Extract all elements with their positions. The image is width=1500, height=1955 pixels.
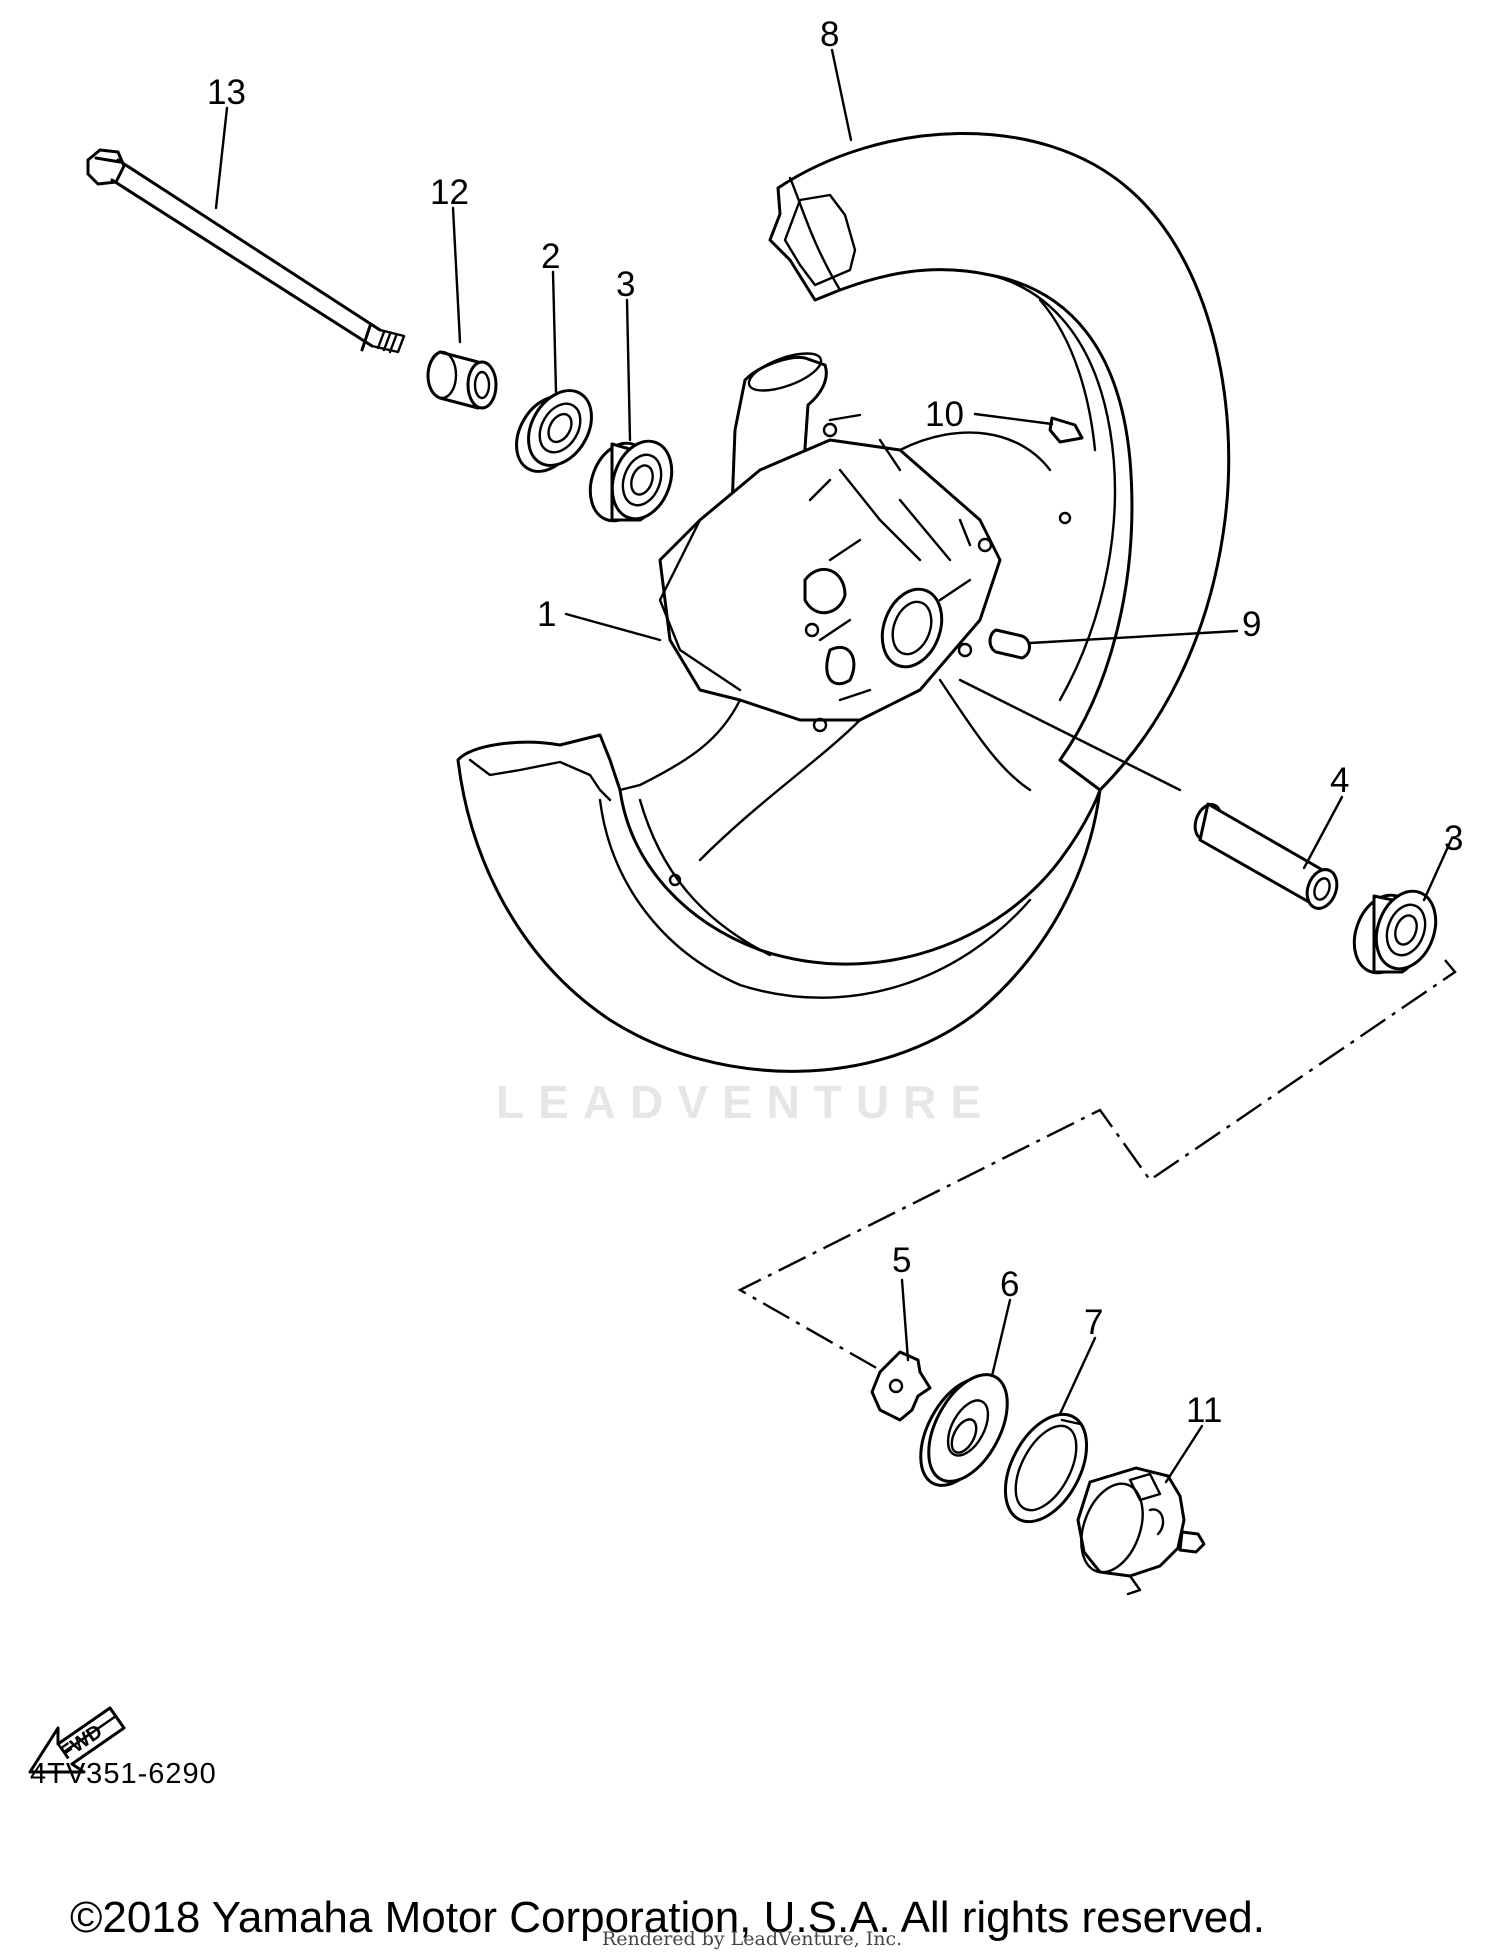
leader-10 bbox=[973, 412, 1054, 426]
part-8-tire-lower bbox=[456, 733, 1102, 1073]
rendered-by-notice: Rendered by LeadVenture, Inc. bbox=[602, 1928, 903, 1950]
drawing-code: 4TV351-6290 bbox=[30, 1758, 217, 1790]
callout-labels: 13 12 2 3 8 10 1 9 4 3 5 6 7 11 bbox=[207, 15, 1463, 1430]
callout-2: 2 bbox=[541, 237, 560, 276]
leader-2 bbox=[551, 270, 558, 394]
part-6-oil-seal bbox=[919, 1373, 1009, 1487]
leader-13 bbox=[214, 106, 229, 210]
part-12-collar bbox=[426, 350, 498, 410]
leader-12 bbox=[451, 206, 462, 344]
callout-9: 9 bbox=[1242, 605, 1261, 644]
part-9-pin bbox=[988, 628, 1031, 660]
part-4-spacer bbox=[1193, 802, 1339, 910]
leader-8 bbox=[830, 48, 853, 142]
part-3-bearing-upper bbox=[588, 439, 674, 523]
leader-6 bbox=[990, 1298, 1012, 1378]
callout-6: 6 bbox=[1000, 1265, 1019, 1304]
callout-8: 8 bbox=[820, 15, 839, 54]
assembly-phantom-lines bbox=[737, 959, 1457, 1372]
callout-11: 11 bbox=[1186, 1391, 1222, 1430]
callout-4: 4 bbox=[1330, 761, 1349, 800]
leader-3a bbox=[625, 298, 632, 442]
leader-3b bbox=[1422, 836, 1454, 902]
part-5-meter-clutch bbox=[870, 1350, 932, 1422]
part-13-axle bbox=[86, 148, 406, 354]
callout-7: 7 bbox=[1084, 1303, 1103, 1342]
part-2-oil-seal bbox=[515, 389, 593, 473]
leader-1 bbox=[564, 612, 662, 642]
part-3-bearing-lower bbox=[1352, 889, 1438, 975]
leader-9 bbox=[1028, 629, 1239, 645]
part-10-valve bbox=[1048, 416, 1084, 444]
callout-13: 13 bbox=[207, 73, 246, 112]
callout-3-lower: 3 bbox=[1444, 819, 1463, 858]
leader-5 bbox=[900, 1278, 910, 1362]
copyright-notice: ©2018 Yamaha Motor Corporation, U.S.A. A… bbox=[70, 1893, 1265, 1942]
leadventure-watermark: LEADVENTURE bbox=[496, 1076, 996, 1128]
part-11-gear-unit bbox=[1076, 1466, 1206, 1596]
part-8-tire-upper bbox=[768, 131, 1231, 792]
callout-5: 5 bbox=[892, 1241, 911, 1280]
leader-lines bbox=[214, 48, 1454, 1484]
callout-10: 10 bbox=[925, 395, 964, 434]
part-7-circlip bbox=[1003, 1412, 1089, 1524]
leader-7 bbox=[1058, 1336, 1097, 1416]
callout-3-upper: 3 bbox=[616, 265, 635, 304]
callout-1: 1 bbox=[537, 595, 556, 634]
part-1-wheel-hub bbox=[618, 352, 1182, 887]
leader-4 bbox=[1302, 795, 1344, 870]
callout-12: 12 bbox=[430, 173, 469, 212]
leader-11 bbox=[1164, 1424, 1204, 1484]
